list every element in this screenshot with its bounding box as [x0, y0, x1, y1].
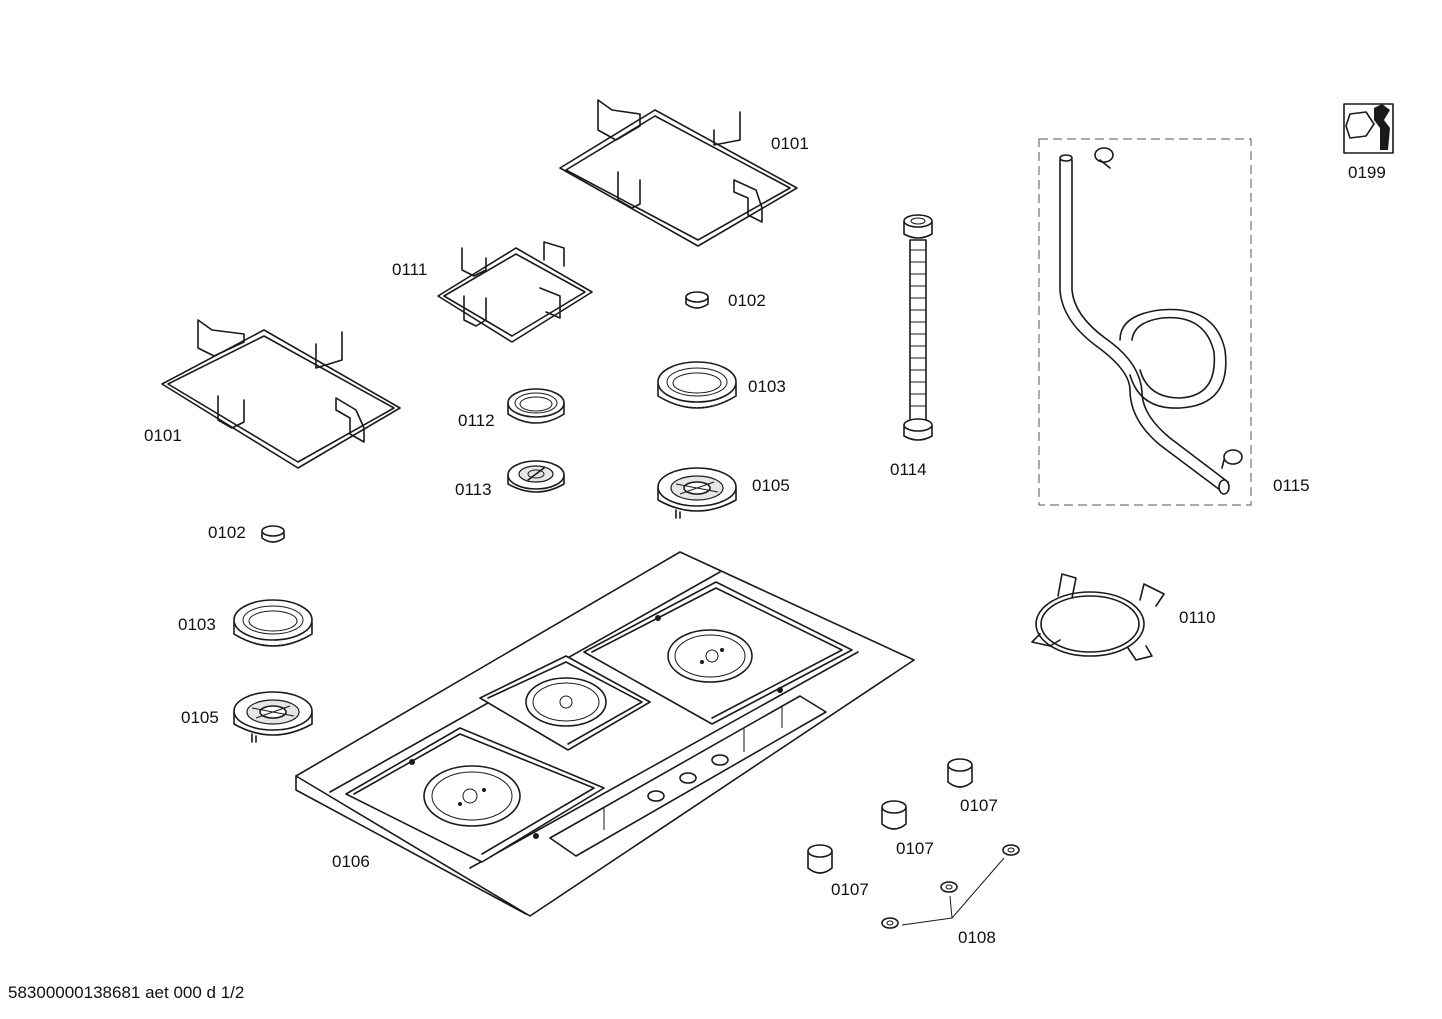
burner-ring-left	[233, 599, 313, 647]
burner-base-top	[657, 467, 737, 519]
label-pan-support-large-top: 0101	[771, 134, 809, 153]
wok-ring	[1031, 573, 1165, 661]
label-knob-3: 0107	[831, 880, 869, 899]
label-hob-top: 0106	[332, 852, 370, 871]
pan-support-large-left	[161, 319, 401, 469]
small-burner-ring	[507, 388, 565, 424]
label-service-tool: 0199	[1348, 163, 1386, 182]
small-burner-base	[507, 460, 565, 493]
burner-ring-top	[657, 361, 737, 409]
label-pan-support-large-left: 0101	[144, 426, 182, 445]
label-knob-2: 0107	[896, 839, 934, 858]
label-gas-hose-kit: 0115	[1273, 476, 1310, 495]
label-knob-seals: 0108	[958, 928, 996, 947]
gas-hose-kit	[1038, 138, 1252, 506]
label-burner-cap-top: 0102	[728, 291, 766, 310]
hob-top	[295, 551, 915, 917]
label-burner-base-left: 0105	[181, 708, 219, 727]
control-knob-1	[947, 758, 973, 788]
label-burner-ring-top: 0103	[748, 377, 786, 396]
label-knob-1: 0107	[960, 796, 998, 815]
burner-cap-top	[685, 291, 709, 309]
burner-cap-left	[261, 525, 285, 543]
document-footer: 58300000138681 aet 000 d 1/2	[8, 983, 245, 1002]
pan-support-small	[437, 241, 593, 343]
label-wok-ring: 0110	[1179, 608, 1216, 627]
knob-seals	[881, 844, 1020, 929]
label-burner-cap-left: 0102	[208, 523, 246, 542]
label-pan-support-small: 0111	[392, 260, 428, 279]
label-gas-pipe: 0114	[890, 460, 927, 479]
label-small-burner-base: 0113	[455, 480, 492, 499]
gas-pipe	[903, 214, 933, 441]
control-knob-2	[881, 800, 907, 830]
burner-base-left	[233, 691, 313, 743]
control-knob-3	[807, 844, 833, 874]
label-burner-ring-left: 0103	[178, 615, 216, 634]
label-burner-base-top: 0105	[752, 476, 790, 495]
pan-support-large-top	[559, 99, 798, 247]
label-small-burner-ring: 0112	[458, 411, 495, 430]
spanner-icon	[1343, 103, 1394, 154]
